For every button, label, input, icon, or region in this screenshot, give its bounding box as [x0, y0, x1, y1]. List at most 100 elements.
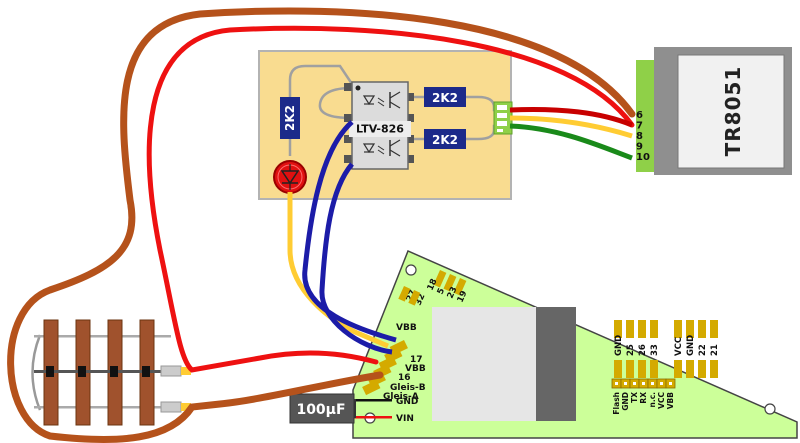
cap-gnd-label: GND [396, 397, 418, 407]
header-pin-label-vbb: VBB [666, 392, 675, 410]
right-pad-label-26: 26 [638, 344, 648, 356]
capacitor-label: 100µF [296, 402, 345, 418]
right-pad [698, 320, 706, 338]
left-pad-label-2: VBB [405, 364, 426, 374]
right-pad [614, 320, 622, 338]
right-pad [674, 320, 682, 338]
wires [7, 7, 636, 443]
wire-red [146, 25, 635, 373]
right-pad-label-gnd: GND [686, 335, 696, 356]
cap-gnd-leg [350, 399, 392, 402]
trace-resistor-to-opto [288, 64, 354, 98]
track-segment [31, 319, 191, 426]
top-pad [443, 274, 457, 292]
header-pin-label-gnd: GND [621, 392, 630, 411]
header-pin-label-tx: TX [630, 392, 639, 403]
top-pads: 27321852319 [398, 270, 470, 307]
decoder-chip-area [432, 307, 536, 421]
right-pad [638, 360, 646, 378]
right-pad [638, 320, 646, 338]
tr8051-face [677, 54, 785, 169]
right-pad [674, 360, 682, 378]
left-pad-label-3: 16 [398, 373, 411, 383]
module-connector [493, 101, 513, 135]
plug-upper [160, 365, 182, 377]
tr8051-pin-7: 7 [636, 121, 643, 132]
right-pad [686, 360, 694, 378]
top-pad-label-18: 18 [426, 277, 440, 292]
right-pad [710, 360, 718, 378]
left-pad-label-1: 17 [410, 355, 423, 365]
resistor-top-label: 2K2 [432, 91, 458, 105]
wire-green [509, 123, 633, 161]
plug-upper-tip [181, 367, 191, 375]
cap-vin-label: VIN [396, 414, 414, 424]
right-pad-label-33: 33 [650, 344, 660, 356]
right-pad-label-21: 21 [710, 344, 720, 356]
wire-dark-red [509, 107, 633, 128]
resistor-bottom [424, 129, 466, 149]
header-pin-label-vcc: VCC [657, 392, 666, 409]
right-pad [626, 360, 634, 378]
right-pad [710, 320, 718, 338]
decoder-chip [536, 307, 576, 421]
resistor-left-label: 2K2 [283, 105, 297, 131]
top-pad-label-5: 5 [436, 287, 448, 297]
tr8051-pin-8: 8 [636, 131, 643, 142]
right-pad-label-22: 22 [698, 344, 708, 356]
optocoupler: LTV-826 [344, 81, 414, 170]
mount-hole-right [764, 403, 776, 415]
header-pin-label-flash: Flash [612, 392, 621, 415]
right-pad [698, 360, 706, 378]
right-pad [686, 320, 694, 338]
track-end-curve [31, 334, 42, 411]
header-pin-label-rx: RX [639, 392, 648, 404]
tr8051-pin-9: 9 [636, 142, 643, 153]
right-pad [626, 320, 634, 338]
wire-blue-upper [302, 120, 397, 343]
optocoupler-label: LTV-826 [356, 123, 404, 136]
right-pad [614, 360, 622, 378]
relay-module: 2K2 2K2 2K2 [258, 50, 513, 200]
tr8051-pin-6: 6 [636, 110, 643, 121]
right-pad [650, 360, 658, 378]
tr8051-pin-10: 10 [636, 152, 650, 163]
top-pad-label-19: 19 [456, 289, 470, 304]
plug-lower [160, 401, 182, 413]
resistor-top [424, 87, 466, 107]
capacitor: 100µF GND VIN [289, 393, 418, 424]
led-icon [273, 160, 307, 194]
left-pad-label-4: Gleis-B [390, 383, 426, 393]
wire-brown [7, 7, 636, 443]
header-pin-label-nc: n.c. [648, 392, 657, 408]
top-pad-label-23: 23 [446, 285, 460, 300]
resistor-left [280, 97, 300, 139]
left-pad-label-5: Gleis-A [383, 392, 419, 402]
top-pad [453, 277, 467, 296]
trace-opto-loop [318, 86, 353, 120]
right-pad-label-25: 25 [626, 344, 636, 356]
top-pad [408, 290, 421, 306]
top-pad [433, 270, 447, 288]
rail-lower [34, 406, 171, 409]
right-pad [650, 320, 658, 338]
tr8051-pin-header [636, 60, 658, 172]
top-pad [398, 286, 411, 302]
capacitor-body [289, 393, 355, 424]
rail-center [34, 370, 171, 373]
mount-hole-top [405, 264, 417, 276]
left-pad-label-0: VBB [396, 323, 417, 333]
rail-upper [34, 335, 171, 338]
tr8051-label: TR8051 [721, 66, 745, 157]
cap-vin-leg [350, 416, 392, 419]
resistor-bottom-label: 2K2 [432, 133, 458, 147]
right-pad-label-vcc: VCC [674, 337, 684, 356]
wire-blue-lower [319, 162, 393, 355]
